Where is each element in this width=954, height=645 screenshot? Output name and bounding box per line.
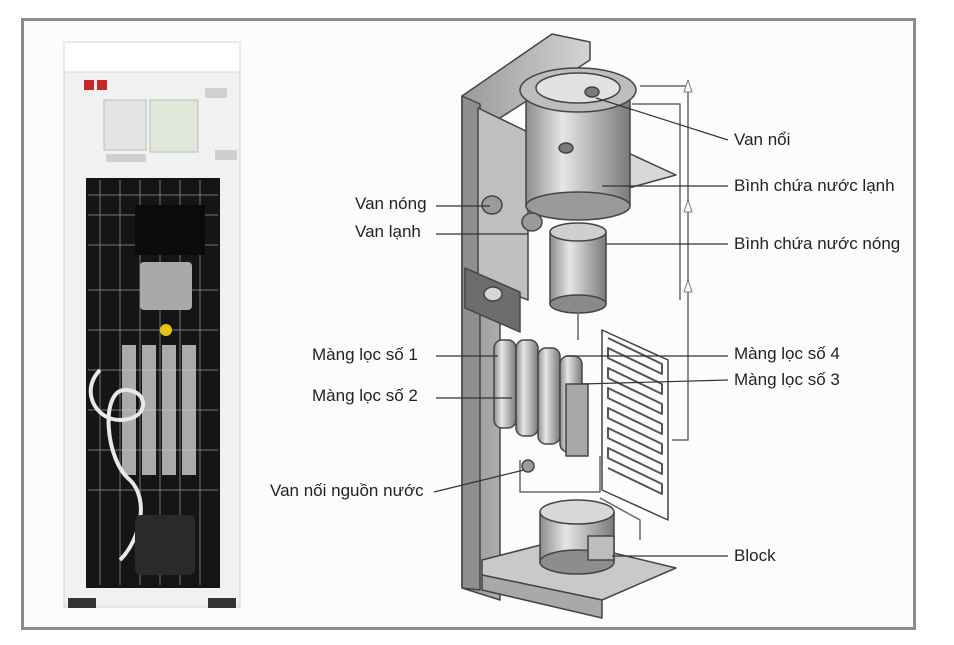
label-mang-loc-4: Màng lọc số 4 (734, 344, 840, 363)
label-binh-chua-nuoc-nong: Bình chứa nước nóng (734, 234, 901, 253)
leader-lines (433, 97, 729, 557)
label-binh-chua-nuoc-lanh: Bình chứa nước lạnh (734, 176, 895, 195)
label-mang-loc-2: Màng lọc số 2 (312, 386, 418, 405)
schematic (461, 33, 693, 619)
label-mang-loc-1: Màng lọc số 1 (312, 345, 418, 364)
label-van-lanh: Van lạnh (355, 222, 421, 241)
dispenser-photo (63, 41, 241, 608)
label-block: Block (734, 546, 776, 565)
label-van-noi-nguon-nuoc: Van nối nguồn nước (270, 481, 424, 500)
label-van-noi: Van nổi (734, 130, 791, 149)
label-van-nong: Van nóng (355, 194, 427, 213)
label-mang-loc-3: Màng lọc số 3 (734, 370, 840, 389)
